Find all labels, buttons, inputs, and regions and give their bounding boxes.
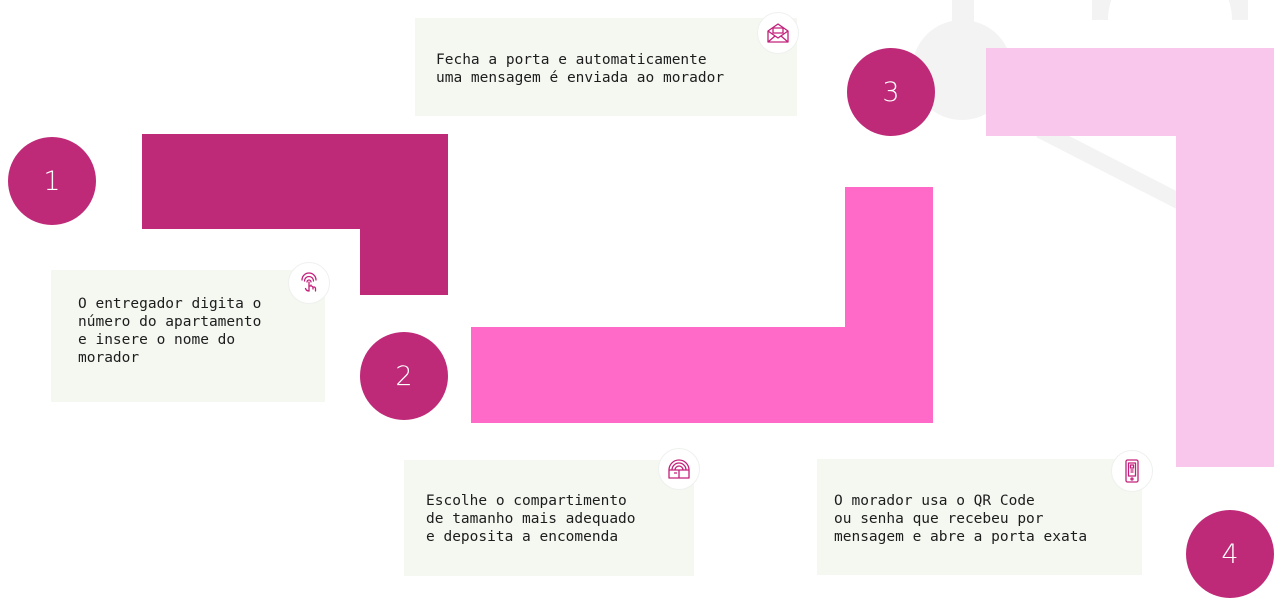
envelope-icon xyxy=(757,12,799,54)
step-4-description: O morador usa o QR Code ou senha que rec… xyxy=(834,493,1088,545)
step-1-number-circle: 1 xyxy=(8,137,96,225)
connector-bar-1-drop xyxy=(360,134,448,295)
step-3-number-circle: 3 xyxy=(847,48,935,136)
locker-package-icon xyxy=(658,448,700,490)
step-4-number-circle: 4 xyxy=(1186,510,1274,598)
step-2-number: 2 xyxy=(395,360,413,392)
step-4-number: 4 xyxy=(1221,538,1239,570)
connector-bar-2-rise xyxy=(845,187,933,423)
step-1-number: 1 xyxy=(43,165,61,197)
step-2-card: Escolhe o compartimento de tamanho mais … xyxy=(404,460,694,576)
step-3-description: Fecha a porta e automaticamente uma mens… xyxy=(436,52,725,86)
step-1-description: O entregador digita o número do apartame… xyxy=(78,296,262,366)
step-1-card: O entregador digita o número do apartame… xyxy=(51,270,325,402)
step-3-card: Fecha a porta e automaticamente uma mens… xyxy=(415,18,797,116)
connector-bar-3-drop xyxy=(1176,48,1274,467)
smartphone-icon xyxy=(1111,450,1153,492)
fingerprint-touch-icon xyxy=(288,262,330,304)
step-2-number-circle: 2 xyxy=(360,332,448,420)
step-3-number: 3 xyxy=(882,76,900,108)
step-2-description: Escolhe o compartimento de tamanho mais … xyxy=(426,493,636,545)
step-4-card: O morador usa o QR Code ou senha que rec… xyxy=(817,459,1142,575)
